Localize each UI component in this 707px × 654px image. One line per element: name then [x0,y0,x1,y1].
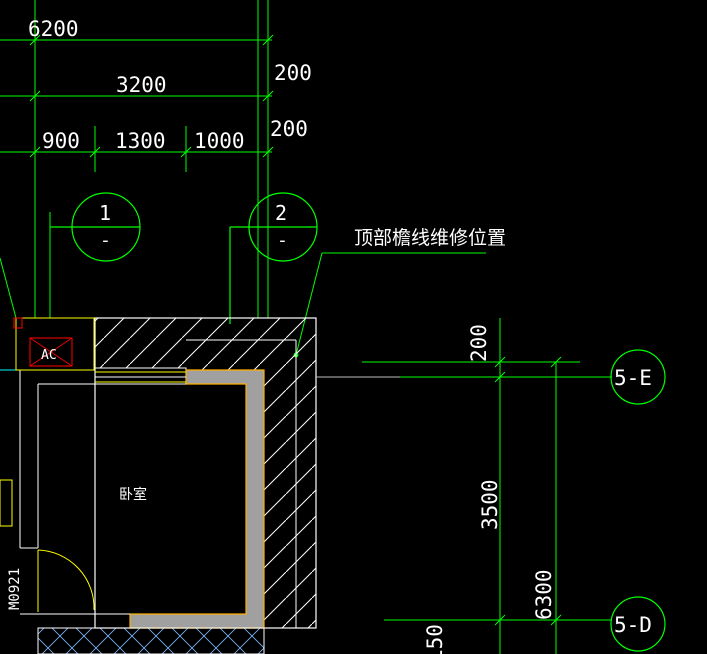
callout-1-number: 1 [99,201,111,225]
door-swing [37,549,95,612]
ac-unit [13,317,95,371]
ac-label: AC [41,348,57,363]
dim-1300: 1300 [115,129,166,153]
bedroom-label: 卧室 [119,486,147,503]
dim-3500: 3500 [478,479,502,530]
annotation-leader [295,252,486,356]
section-callout-2 [229,192,318,324]
dim-200-top1: 200 [274,61,312,85]
dim-3200: 3200 [116,73,167,97]
bottom-band [37,627,265,654]
dim-6200: 6200 [28,17,79,41]
eave-repair-annotation: 顶部檐线维修位置 [354,227,506,249]
dim-200-right: 200 [467,324,491,362]
axis-5d-label: 5-D [614,613,652,637]
left-window [0,479,13,527]
callout-2-sub: - [277,230,288,251]
dim-200-top2: 200 [270,117,308,141]
eave-hatch [94,317,317,629]
axis-bubble-5d [610,596,666,652]
callout-2-number: 2 [275,201,287,225]
left-leader [0,257,17,319]
right-dimension-lines [362,318,612,654]
axis-bubble-5e [610,349,666,405]
bedroom-walls [19,369,265,629]
dim-1000: 1000 [194,129,245,153]
dim-6300: 6300 [532,569,556,620]
dim-150-partial: 150 [423,624,447,654]
top-dimension-lines [0,0,274,318]
door-tag: M0921 [7,568,23,610]
callout-1-sub: - [100,230,111,251]
section-callout-1 [50,192,141,262]
axis-5e-label: 5-E [614,366,652,390]
dim-900: 900 [42,129,80,153]
